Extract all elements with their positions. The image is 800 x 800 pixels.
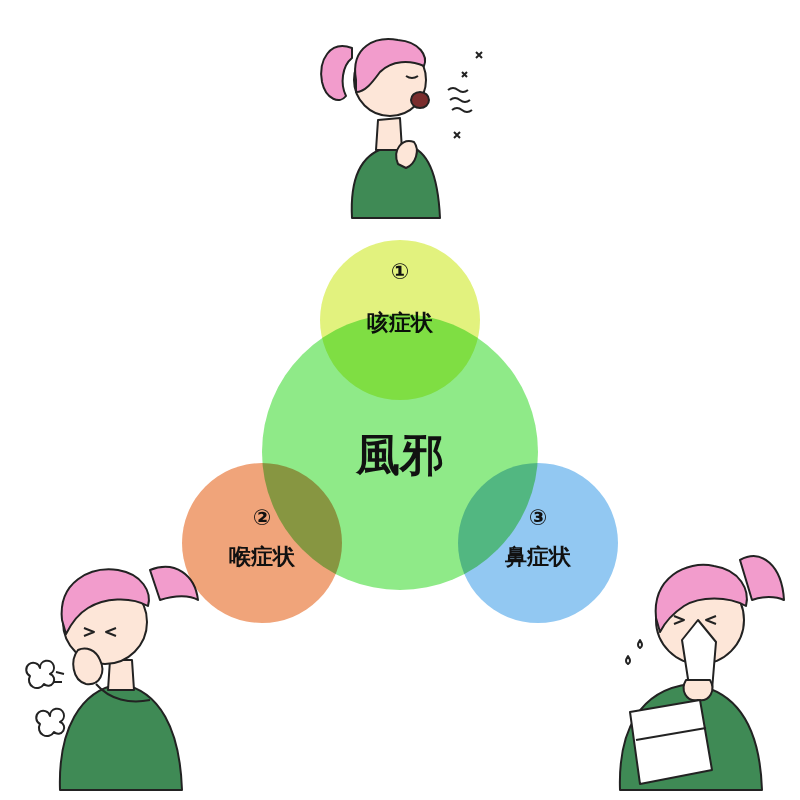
coughing-girl	[26, 567, 198, 790]
circle-fill	[182, 463, 342, 623]
circle-label: 喉症状	[182, 545, 342, 569]
circle-label: 咳症状	[320, 311, 480, 335]
circle-label: 鼻症状	[458, 545, 618, 569]
symptom-circle: ① 咳症状	[320, 240, 480, 400]
callout-number: ③	[458, 506, 618, 530]
circle-fill	[458, 463, 618, 623]
circle-outline	[182, 463, 342, 623]
callout-number: ②	[182, 506, 342, 530]
callout-number: ①	[320, 260, 480, 284]
circle-outline	[458, 463, 618, 623]
circle-fill	[320, 240, 480, 400]
nose-blowing-girl	[620, 556, 784, 790]
symptom-circle: ② 喉症状	[182, 463, 342, 623]
symptom-circle: ③ 鼻症状	[458, 463, 618, 623]
circle-label: 風邪	[262, 431, 538, 479]
coughing-girl	[321, 39, 482, 218]
